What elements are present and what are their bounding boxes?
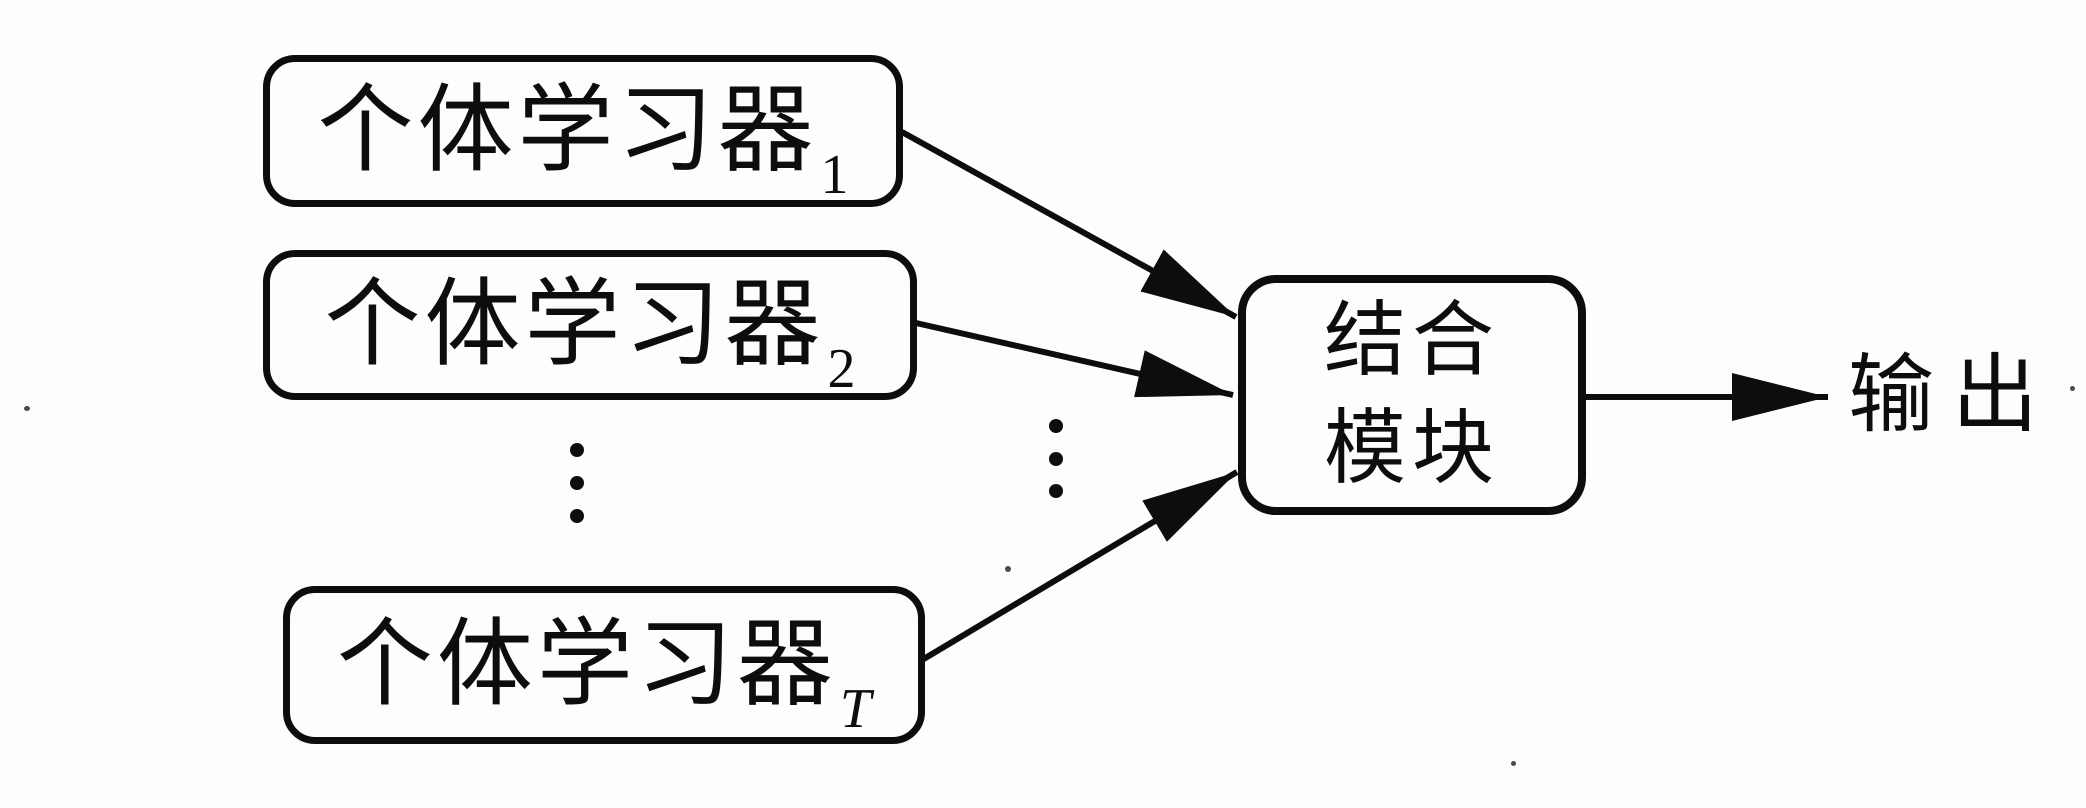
learner-1-subscript: 1 <box>820 144 849 206</box>
ellipsis-dot <box>1049 452 1063 466</box>
combiner-line-1: 结合 <box>1323 294 1500 386</box>
ellipsis-dot <box>570 476 584 490</box>
arrow-learner1-to-combiner <box>900 129 1238 320</box>
learner-T-subscript: T <box>839 678 872 740</box>
learner-2-text: 个体学习器 <box>324 271 825 378</box>
scan-speck <box>2070 386 2075 391</box>
learner-1-text: 个体学习器 <box>317 77 818 184</box>
ellipsis-dot <box>1049 484 1063 498</box>
arrow-learner2-to-combiner <box>915 320 1234 398</box>
combiner-line-2: 模块 <box>1323 403 1500 494</box>
ellipsis-dot <box>570 509 584 523</box>
scan-speck <box>1005 566 1011 572</box>
learner-2-label: 个体学习器2 <box>325 277 856 398</box>
learner-T-label: 个体学习器T <box>337 617 871 738</box>
learner-1-label: 个体学习器1 <box>318 83 849 204</box>
learner-2-box: 个体学习器2 <box>263 250 917 400</box>
ellipsis-dot <box>1049 419 1063 433</box>
arrow-learnerT-to-combiner <box>920 469 1239 663</box>
learner-T-box: 个体学习器T <box>283 586 925 744</box>
scan-speck <box>24 406 30 411</box>
learner-1-box: 个体学习器1 <box>263 55 903 207</box>
learner-2-subscript: 2 <box>827 338 856 400</box>
scan-speck <box>1511 761 1516 766</box>
ellipsis-dot <box>570 443 584 457</box>
combiner-box: 结合 模块 <box>1238 275 1586 515</box>
output-label: 输出 <box>1848 347 2056 443</box>
learner-T-text: 个体学习器 <box>336 611 837 718</box>
